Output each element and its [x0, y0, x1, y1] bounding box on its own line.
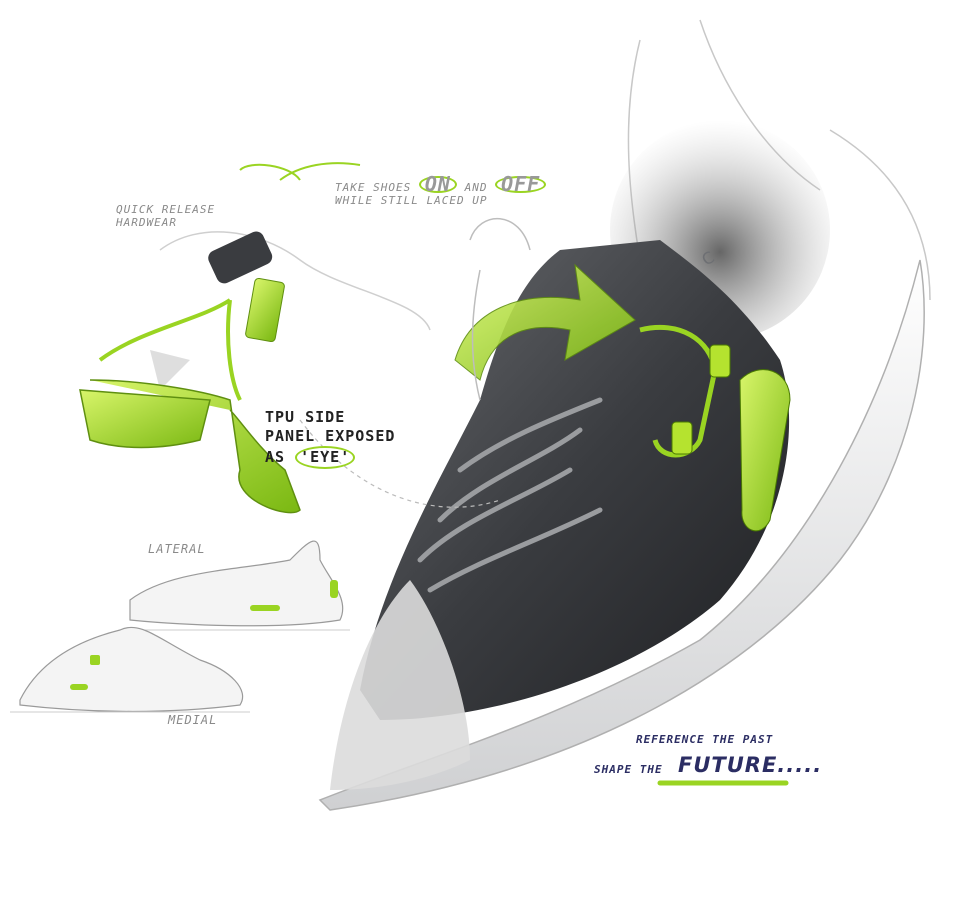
lateral-label: LATERAL [148, 542, 206, 556]
tpu-side-panel-label: TPU SIDE PANEL EXPOSED AS 'EYE' [265, 408, 395, 469]
quick-release-detail [79, 162, 501, 514]
take-shoes-label: TAKE SHOES ON AND OFF WHILE STILL LACED … [335, 174, 547, 207]
tagline-line1: REFERENCE THE PAST [636, 733, 774, 746]
main-shoe-render [318, 19, 931, 811]
on-off-arrow [454, 263, 636, 381]
tagline-shape: SHAPE THE [594, 763, 663, 776]
quick-release-label: QUICK RELEASE HARDWEAR [116, 203, 216, 229]
medial-sketch [10, 626, 250, 713]
tagline-future: FUTURE..... [678, 753, 823, 777]
medial-label: MEDIAL [168, 713, 218, 727]
lateral-sketch [120, 540, 350, 631]
